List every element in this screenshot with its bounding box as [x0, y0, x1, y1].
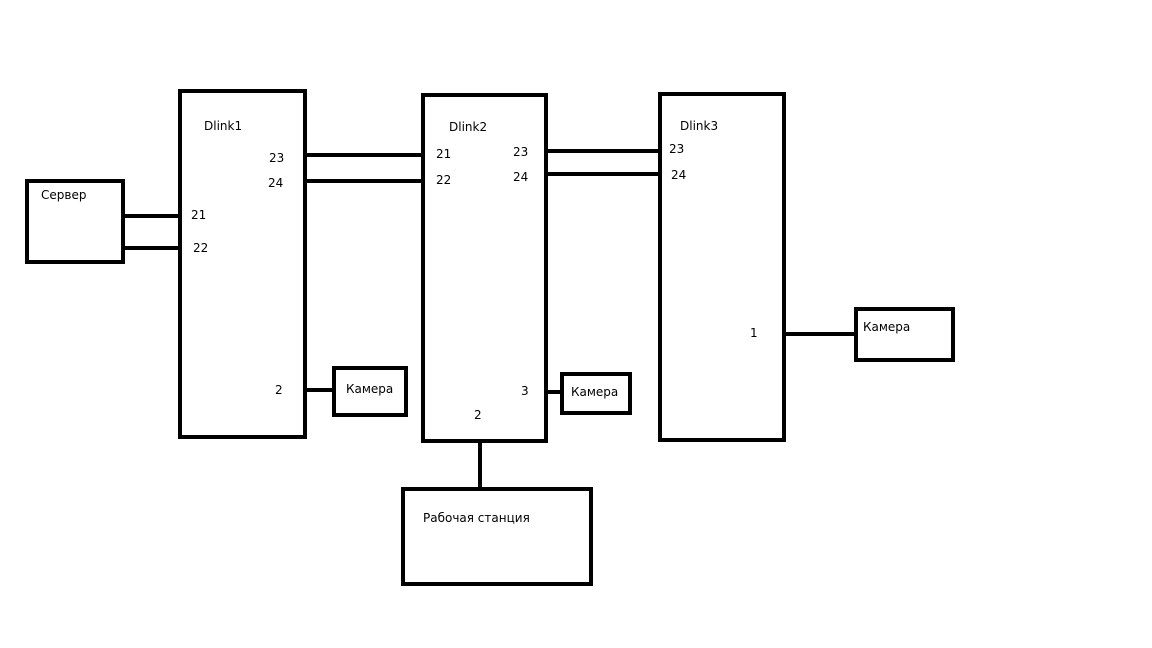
dlink2-port-21: 21 [436, 147, 451, 161]
dlink3-label: Dlink3 [680, 119, 718, 133]
camera3-label: Камера [863, 320, 910, 334]
dlink1-port-22: 22 [193, 241, 208, 255]
dlink1-port-21: 21 [191, 208, 206, 222]
dlink3-port-23: 23 [669, 142, 684, 156]
dlink1-label: Dlink1 [204, 119, 242, 133]
dlink3-port-24: 24 [671, 168, 686, 182]
workstation-node: Рабочая станция [401, 487, 593, 586]
dlink2-port-22: 22 [436, 173, 451, 187]
server-label: Сервер [41, 188, 86, 202]
server-node: Сервер [25, 179, 125, 264]
workstation-label: Рабочая станция [423, 511, 530, 525]
camera3-node: Камера [854, 307, 955, 362]
dlink1-port-2: 2 [275, 383, 283, 397]
camera2-node: Камера [560, 372, 632, 415]
dlink1-switch: Dlink1 23 24 21 22 2 [178, 89, 307, 439]
dlink2-switch: Dlink2 21 22 23 24 3 2 [421, 93, 548, 443]
dlink3-port-1: 1 [750, 326, 758, 340]
dlink2-port-24: 24 [513, 170, 528, 184]
dlink2-label: Dlink2 [449, 120, 487, 134]
dlink3-switch: Dlink3 23 24 1 [658, 92, 786, 442]
camera2-label: Камера [571, 385, 618, 399]
dlink1-port-23: 23 [269, 151, 284, 165]
dlink2-port-2: 2 [474, 408, 482, 422]
dlink2-port-3: 3 [521, 384, 529, 398]
dlink1-port-24: 24 [268, 176, 283, 190]
camera1-node: Камера [332, 366, 408, 417]
camera1-label: Камера [346, 382, 393, 396]
dlink2-port-23: 23 [513, 145, 528, 159]
